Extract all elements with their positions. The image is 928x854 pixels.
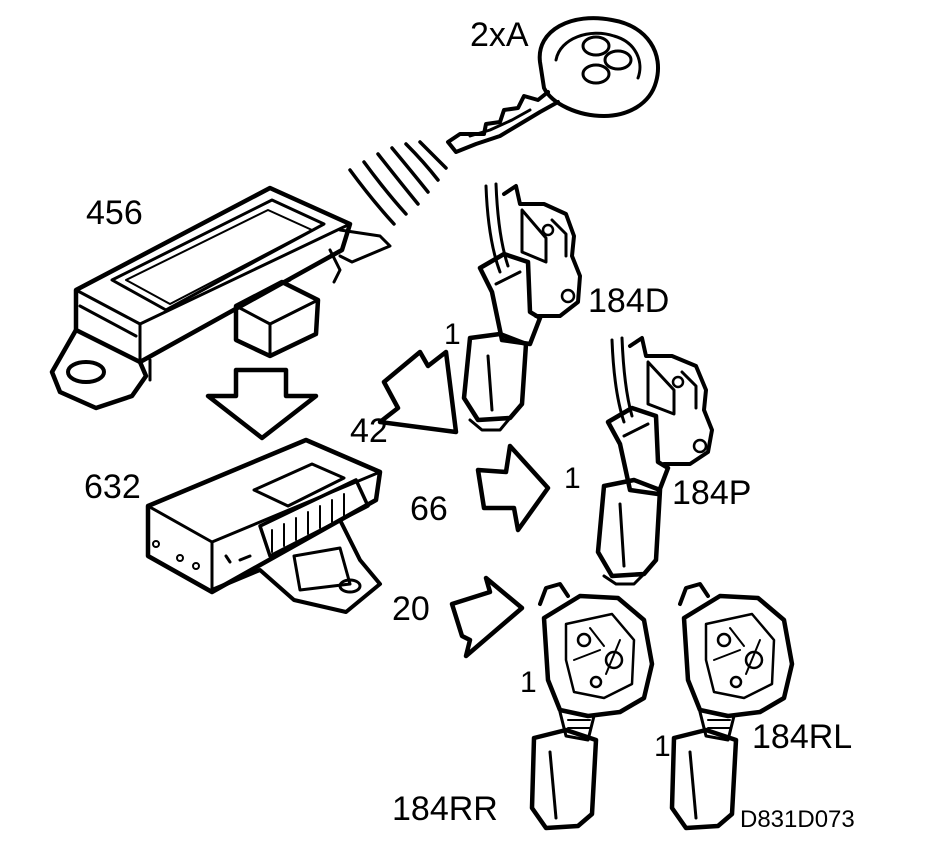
drawing-code-label: D831D073 — [740, 806, 855, 833]
lock-184rr-icon — [529, 582, 655, 831]
module-632-label: 632 — [84, 468, 141, 506]
lock-184p-pin-label: 1 — [564, 462, 581, 495]
lock-184p-label: 184P — [672, 474, 752, 512]
lock-184rr-label: 184RR — [392, 790, 498, 828]
lock-184rr-pin-label: 1 — [520, 666, 537, 699]
down-arrow-icon — [205, 367, 319, 441]
lock-184d-icon — [461, 182, 582, 432]
lock-184rl-pin-label: 1 — [654, 730, 671, 763]
lock-184d-label: 184D — [588, 282, 670, 320]
lock-184rl-icon — [669, 582, 795, 831]
control-module-632-icon — [145, 437, 383, 614]
arrow-66-icon — [475, 443, 551, 533]
module-456-label: 456 — [86, 194, 143, 232]
wire-42-label: 42 — [350, 412, 388, 450]
wire-66-label: 66 — [410, 490, 448, 528]
lock-184p-icon — [595, 336, 714, 586]
lock-184rl-label: 184RL — [752, 718, 853, 756]
key-label: 2xA — [470, 16, 529, 54]
arrow-42-icon — [377, 349, 459, 435]
arrow-20-icon — [449, 575, 525, 659]
lock-184d-pin-label: 1 — [444, 318, 461, 351]
control-module-456-icon — [49, 185, 392, 411]
wire-20-label: 20 — [392, 590, 430, 628]
key-fob-icon — [446, 16, 660, 154]
radio-signal-icon — [348, 140, 448, 226]
